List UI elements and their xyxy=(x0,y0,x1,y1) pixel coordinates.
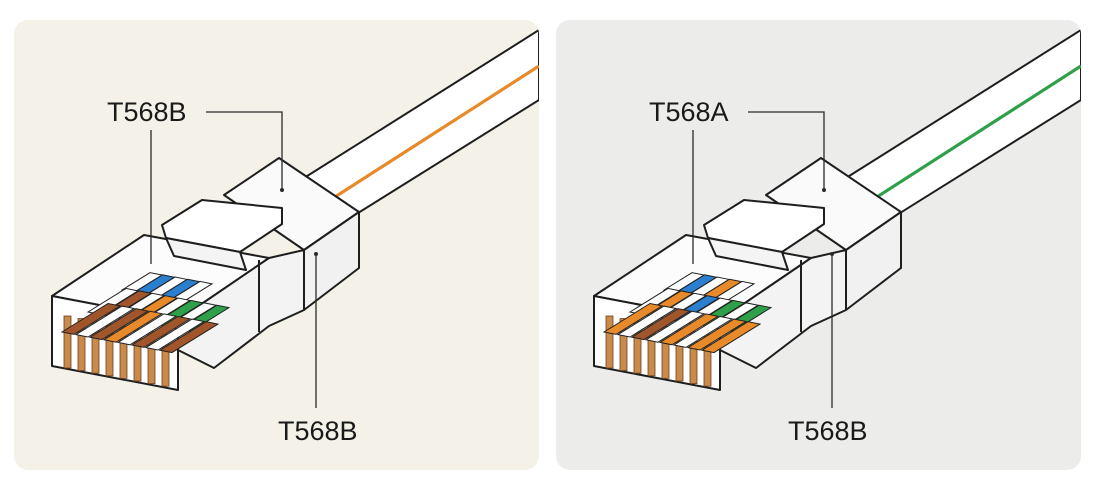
gold-contact xyxy=(606,316,613,368)
leader-dot-bottom xyxy=(314,252,318,256)
label-bottom: T568B xyxy=(278,416,358,446)
connector-illustration-left: T568B T568B xyxy=(14,20,539,470)
panel-right: T568A T568B xyxy=(556,20,1081,470)
label-bottom: T568B xyxy=(788,416,868,446)
leader-dot-top xyxy=(822,188,826,192)
label-top: T568A xyxy=(649,97,729,127)
gold-contact xyxy=(64,316,71,368)
label-top: T568B xyxy=(107,97,187,127)
connector-illustration-right: T568A T568B xyxy=(556,20,1081,470)
leader-dot-top xyxy=(280,188,284,192)
panel-left: T568B T568B xyxy=(14,20,539,470)
leader-dot-bottom xyxy=(830,252,834,256)
